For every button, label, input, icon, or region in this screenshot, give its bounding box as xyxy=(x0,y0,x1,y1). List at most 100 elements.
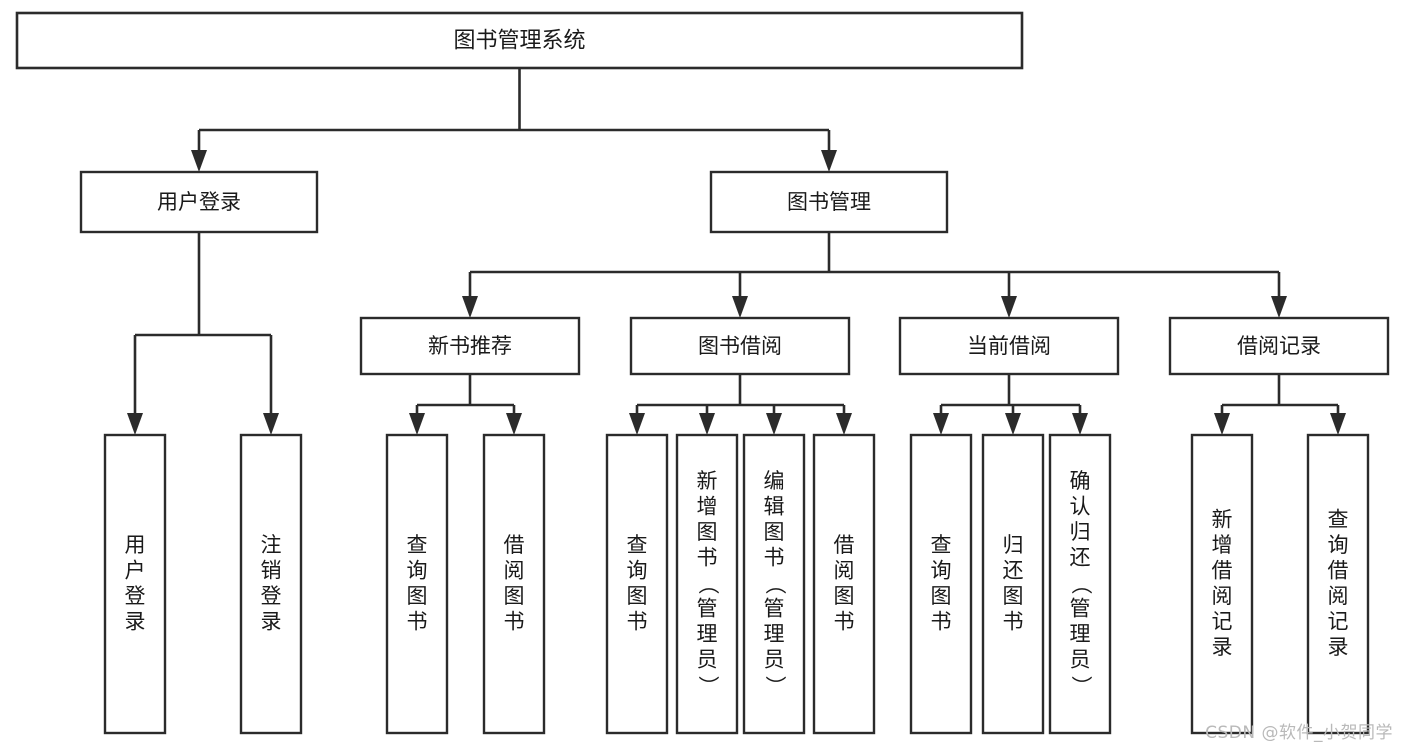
svg-text:管: 管 xyxy=(697,597,718,621)
node-rect xyxy=(103,433,167,735)
svg-text:归: 归 xyxy=(1070,520,1091,544)
svg-text:管: 管 xyxy=(1070,597,1091,621)
svg-text:阅: 阅 xyxy=(834,558,855,582)
node-user-login[interactable]: 用户登录 xyxy=(79,170,319,234)
node-borrow-record[interactable]: 借阅记录 xyxy=(1168,316,1390,376)
arrow-head-icon xyxy=(766,413,782,435)
node-rect xyxy=(1190,433,1254,735)
node-label: 图书借阅 xyxy=(698,334,782,358)
svg-text:录: 录 xyxy=(1328,635,1349,659)
node-rect xyxy=(1048,433,1112,735)
svg-text:（: （ xyxy=(1069,574,1093,595)
svg-text:书: 书 xyxy=(764,546,785,570)
node-label: 当前借阅 xyxy=(967,334,1051,358)
node-rect xyxy=(605,433,669,735)
svg-text:）: ） xyxy=(1069,676,1093,697)
svg-text:阅: 阅 xyxy=(1212,584,1233,608)
node-rect xyxy=(1168,316,1390,376)
node-leaf-user-login[interactable]: 用户登录 xyxy=(103,433,167,735)
arrow-head-icon xyxy=(821,150,837,172)
edge-group-book-manage xyxy=(462,232,1287,318)
svg-text:理: 理 xyxy=(1070,622,1091,646)
svg-text:归: 归 xyxy=(1003,533,1024,557)
node-rect xyxy=(812,433,876,735)
svg-text:理: 理 xyxy=(697,622,718,646)
node-rect xyxy=(909,433,973,735)
node-label: 图书管理系统 xyxy=(453,29,585,54)
svg-text:户: 户 xyxy=(125,558,146,582)
arrow-head-icon xyxy=(409,413,425,435)
edge-group-current-borrow xyxy=(933,374,1088,435)
svg-text:录: 录 xyxy=(1212,635,1233,659)
arrow-head-icon xyxy=(263,413,279,435)
node-rect xyxy=(15,11,1024,70)
arrow-head-icon xyxy=(1072,413,1088,435)
svg-text:员: 员 xyxy=(697,648,718,672)
node-book-manage[interactable]: 图书管理 xyxy=(709,170,949,234)
arrow-head-icon xyxy=(127,413,143,435)
svg-text:记: 记 xyxy=(1212,609,1233,633)
svg-text:）: ） xyxy=(763,676,787,697)
svg-text:理: 理 xyxy=(764,622,785,646)
svg-text:借: 借 xyxy=(1328,558,1349,582)
arrow-head-icon xyxy=(1271,296,1287,318)
svg-text:编: 编 xyxy=(764,469,785,493)
svg-text:还: 还 xyxy=(1070,546,1091,570)
svg-text:询: 询 xyxy=(627,558,648,582)
arrow-head-icon xyxy=(933,413,949,435)
arrow-head-icon xyxy=(1214,413,1230,435)
node-rect xyxy=(709,170,949,234)
svg-text:）: ） xyxy=(696,676,720,697)
node-rect xyxy=(981,433,1045,735)
node-layer: 图书管理系统用户登录图书管理新书推荐图书借阅当前借阅借阅记录用户登录注销登录查询… xyxy=(15,11,1390,735)
arrow-head-icon xyxy=(629,413,645,435)
svg-text:新: 新 xyxy=(697,469,718,493)
svg-text:书: 书 xyxy=(627,609,648,633)
edge-group-user-login xyxy=(127,232,279,435)
svg-text:询: 询 xyxy=(407,558,428,582)
node-current-borrow[interactable]: 当前借阅 xyxy=(898,316,1120,376)
node-book-borrow[interactable]: 图书借阅 xyxy=(629,316,851,376)
svg-text:图: 图 xyxy=(931,584,952,608)
node-label: 新书推荐 xyxy=(428,334,512,358)
svg-text:增: 增 xyxy=(697,495,718,519)
node-rect xyxy=(385,433,449,735)
svg-text:登: 登 xyxy=(125,584,146,608)
node-rect xyxy=(359,316,581,376)
arrow-head-icon xyxy=(1001,296,1017,318)
svg-text:查: 查 xyxy=(627,533,648,557)
node-new-book-rec[interactable]: 新书推荐 xyxy=(359,316,581,376)
svg-text:询: 询 xyxy=(931,558,952,582)
svg-text:询: 询 xyxy=(1328,533,1349,557)
connector-layer xyxy=(127,68,1346,435)
svg-text:员: 员 xyxy=(1070,648,1091,672)
node-rect xyxy=(1306,433,1370,735)
svg-text:书: 书 xyxy=(834,609,855,633)
svg-text:管: 管 xyxy=(764,597,785,621)
arrow-head-icon xyxy=(1330,413,1346,435)
node-root[interactable]: 图书管理系统 xyxy=(15,11,1024,70)
svg-text:新: 新 xyxy=(1212,507,1233,531)
svg-text:还: 还 xyxy=(1003,558,1024,582)
arrow-head-icon xyxy=(699,413,715,435)
svg-text:图: 图 xyxy=(834,584,855,608)
svg-text:图: 图 xyxy=(504,584,525,608)
